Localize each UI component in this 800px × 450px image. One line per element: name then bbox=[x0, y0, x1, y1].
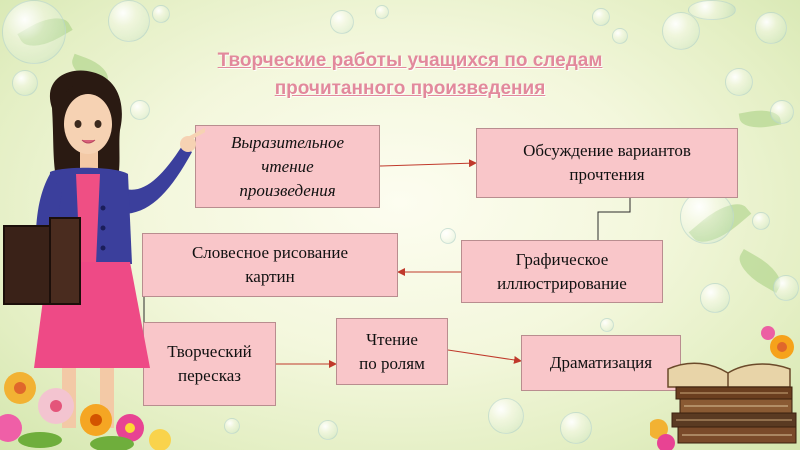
box-verbal-drawing-line-1: Словесное рисование bbox=[191, 243, 349, 262]
bubble-decoration bbox=[662, 12, 700, 50]
box-graphic-illustration-line-1: Графическое bbox=[515, 249, 609, 269]
bubble-decoration bbox=[680, 190, 734, 244]
connector-roles-to-dramatization bbox=[447, 349, 522, 364]
bubble-decoration bbox=[755, 12, 787, 44]
books-illustration bbox=[650, 326, 797, 450]
box-creative-retelling-line-1: Творческий bbox=[167, 342, 252, 361]
bubble-decoration bbox=[725, 68, 753, 96]
bubble-decoration bbox=[12, 70, 38, 96]
title-line-1: Творческие работы учащихся по следам bbox=[217, 50, 603, 71]
connector-discussion-to-graphic bbox=[597, 198, 631, 240]
bubble-decoration bbox=[2, 0, 66, 64]
title-line-2: прочитанного произведения bbox=[274, 78, 546, 99]
bubble-decoration bbox=[130, 100, 150, 120]
box-expressive-reading-line-1: Выразительное bbox=[230, 132, 345, 152]
box-verbal-drawing-line-2: картин bbox=[245, 267, 295, 286]
bubble-decoration bbox=[773, 275, 799, 301]
box-discussion-line-1: Обсуждение вариантов bbox=[523, 141, 691, 160]
box-role-reading-line-1: Чтение bbox=[366, 329, 418, 349]
bubble-decoration bbox=[108, 0, 150, 42]
bubble-decoration bbox=[612, 28, 628, 44]
box-creative-retelling-line-2: пересказ bbox=[178, 366, 241, 385]
box-role-reading-line-2: по ролям bbox=[359, 353, 425, 373]
bubble-decoration bbox=[224, 418, 240, 434]
bubble-decoration bbox=[688, 0, 736, 20]
bubble-decoration bbox=[592, 8, 610, 26]
bubble-decoration bbox=[700, 283, 730, 313]
page-title: Творческие работы учащихся по следам про… bbox=[160, 47, 660, 103]
bubble-decoration bbox=[152, 5, 170, 23]
bubble-decoration bbox=[330, 10, 354, 34]
teacher-illustration bbox=[0, 70, 205, 450]
box-dramatization: Драматизация bbox=[521, 335, 681, 391]
bubble-decoration bbox=[752, 212, 770, 230]
bubble-decoration bbox=[318, 420, 338, 440]
bubble-decoration bbox=[488, 398, 524, 434]
bubble-decoration bbox=[440, 228, 456, 244]
bubble-decoration bbox=[770, 100, 794, 124]
connector-reading-to-discussion bbox=[379, 159, 477, 168]
box-discussion: Обсуждение вариантов прочтения bbox=[476, 128, 738, 198]
box-graphic-illustration-line-2: иллюстрирование bbox=[497, 273, 627, 293]
bubble-decoration bbox=[375, 5, 389, 19]
box-dramatization-line-1: Драматизация bbox=[549, 353, 653, 372]
box-role-reading: Чтение по ролям bbox=[336, 318, 448, 385]
box-expressive-reading-line-2: чтение bbox=[261, 156, 314, 176]
box-expressive-reading-line-3: произведения bbox=[239, 180, 336, 200]
box-creative-retelling: Творческий пересказ bbox=[143, 322, 276, 406]
bubble-decoration bbox=[560, 412, 592, 444]
box-discussion-line-2: прочтения bbox=[569, 165, 645, 184]
box-verbal-drawing: Словесное рисование картин bbox=[142, 233, 398, 297]
box-graphic-illustration: Графическое иллюстрирование bbox=[461, 240, 663, 303]
box-expressive-reading: Выразительное чтение произведения bbox=[195, 125, 380, 208]
bubble-decoration bbox=[600, 318, 614, 332]
